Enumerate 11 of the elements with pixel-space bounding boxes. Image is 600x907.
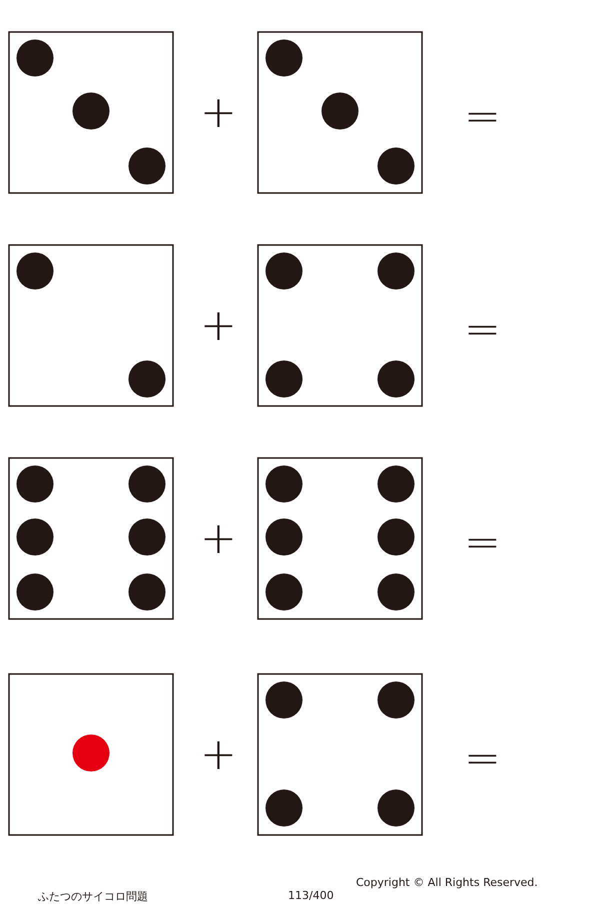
plus-sign: + [200, 517, 237, 561]
plus-sign: + [200, 91, 237, 135]
equals-sign: = [464, 308, 501, 352]
equals-sign: = [464, 95, 501, 139]
page-number: 113/400 [288, 889, 334, 902]
equals-sign: = [464, 737, 501, 781]
copyright-notice: Copyright © All Rights Reserved. [356, 876, 538, 889]
worksheet-title: ふたつのサイコロ問題 [38, 889, 148, 904]
equals-sign: = [464, 521, 501, 565]
plus-sign: + [200, 304, 237, 348]
plus-sign: + [200, 733, 237, 777]
